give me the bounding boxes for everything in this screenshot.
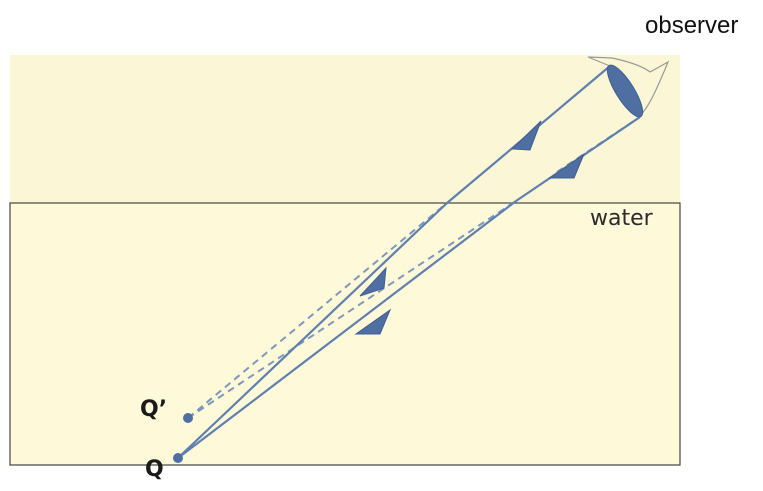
ray-arrow-upper-water: [359, 266, 387, 297]
water-region: [9, 202, 681, 466]
real-ray-upper-water: [177, 202, 448, 459]
image-point-q-prime: [183, 413, 193, 423]
object-point-q: [173, 453, 183, 463]
water-label: water: [590, 206, 654, 231]
ray-arrow-lower-air: [548, 152, 586, 179]
ray-arrow-upper-air: [510, 120, 542, 151]
eye-icon: [587, 56, 670, 118]
image-point-label: Q’: [140, 397, 167, 422]
real-ray-lower-water: [177, 200, 517, 459]
observer-label: observer: [645, 12, 739, 39]
object-point-label: Q: [145, 457, 164, 482]
virtual-ray-upper: [187, 202, 448, 419]
virtual-ray-lower: [187, 200, 517, 419]
air-region: [10, 55, 680, 203]
ray-arrow-lower-water: [354, 308, 392, 335]
